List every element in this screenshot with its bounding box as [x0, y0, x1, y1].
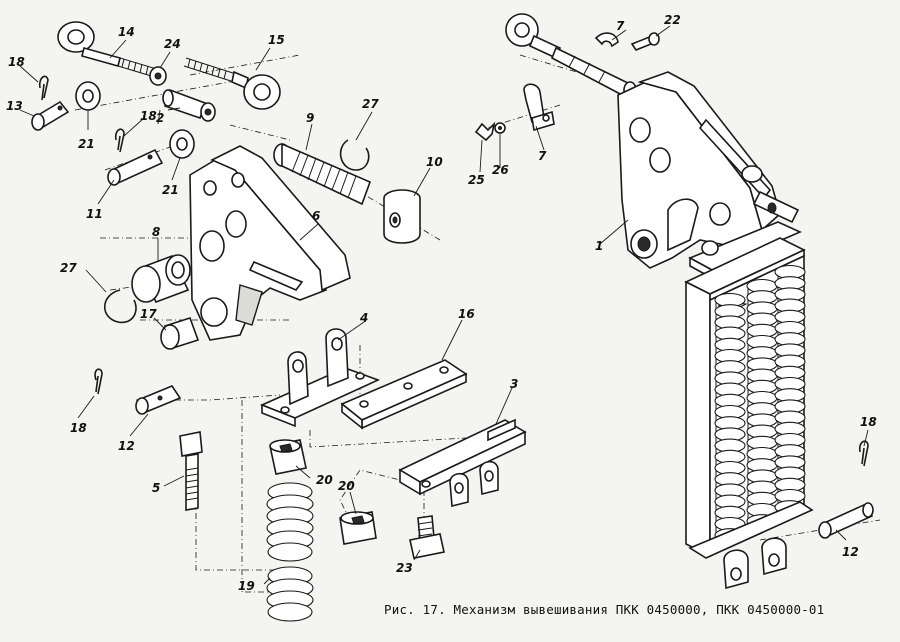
- part-number-labels: 1 2 3 4 5 6 7 7 8 9 10 11 12 12 13 14 15…: [6, 13, 877, 593]
- screw-22: [630, 32, 660, 51]
- coupler-2: [162, 88, 216, 122]
- label-part-26: 26: [492, 163, 509, 177]
- clamp-7-mid: [523, 83, 555, 132]
- clamp-7-top: [594, 32, 619, 48]
- label-part-1: 1: [595, 239, 603, 253]
- washer-21-mid: [169, 129, 195, 159]
- label-part-14: 14: [118, 25, 135, 39]
- lever-assembly-1: [617, 71, 800, 269]
- mounting-plate-4: [259, 328, 381, 428]
- label-part-7-top: 7: [616, 19, 625, 33]
- label-part-18-b: 18: [140, 109, 157, 123]
- nut-20-right: [339, 511, 377, 545]
- cotter-pin-right: [858, 440, 869, 467]
- spring-19-lower: [266, 566, 314, 622]
- label-part-20-right: 20: [338, 479, 355, 493]
- spring-19-upper: [266, 482, 314, 562]
- spring-coils-right: [714, 264, 806, 543]
- label-part-7-mid: 7: [538, 149, 547, 163]
- label-part-19: 19: [238, 579, 255, 593]
- pin-12-left: [135, 385, 182, 415]
- label-part-21-mid: 21: [162, 183, 179, 197]
- label-part-24: 24: [164, 37, 181, 51]
- label-part-16: 16: [458, 307, 475, 321]
- label-part-21-top: 21: [78, 137, 95, 151]
- tie-rod-14: [57, 21, 161, 79]
- tie-rod-15: [183, 57, 281, 110]
- label-part-15: 15: [268, 33, 285, 47]
- channel-3: [398, 418, 527, 508]
- figure-caption: Рис. 17. Механизм вывешивания ПКК 045000…: [384, 602, 825, 617]
- label-part-3: 3: [510, 377, 518, 391]
- pin-12-right: [818, 502, 874, 539]
- label-part-10: 10: [426, 155, 443, 169]
- label-part-5: 5: [152, 481, 160, 495]
- label-part-27-right: 27: [362, 97, 379, 111]
- cotter-pin-low: [94, 368, 103, 395]
- frame-bottom: [688, 501, 814, 590]
- label-part-20-left: 20: [316, 473, 333, 487]
- label-part-22: 22: [664, 13, 681, 27]
- frame-side: [684, 237, 806, 558]
- label-part-18-a: 18: [8, 55, 25, 69]
- label-part-12-right: 12: [842, 545, 859, 559]
- nut-24: [149, 66, 167, 86]
- strap-16: [340, 359, 468, 430]
- cotter-pin-top-left: [38, 75, 49, 101]
- lock-washer-25: [474, 121, 496, 142]
- bushing-8: [131, 254, 191, 304]
- retaining-ring-27-left: [103, 289, 137, 324]
- bolt-5: [179, 431, 203, 511]
- retaining-ring-27-right: [339, 139, 370, 171]
- pin-11: [107, 148, 164, 186]
- washer-21-top: [75, 81, 101, 111]
- washer-26: [494, 122, 506, 134]
- label-part-6: 6: [312, 209, 320, 223]
- label-part-4: 4: [359, 311, 368, 325]
- label-part-27-left: 27: [60, 261, 77, 275]
- leader-lines: [19, 25, 869, 585]
- shaft-9: [273, 142, 372, 206]
- label-part-11: 11: [86, 207, 103, 221]
- bolt-23: [409, 515, 445, 559]
- pin-13: [31, 100, 70, 131]
- label-part-9: 9: [306, 111, 314, 125]
- nut-20-left: [269, 439, 307, 475]
- label-part-12-left: 12: [118, 439, 135, 453]
- lever-bracket-6: [189, 145, 351, 341]
- label-part-23: 23: [396, 561, 413, 575]
- label-part-8: 8: [152, 225, 160, 239]
- label-part-13: 13: [6, 99, 23, 113]
- cotter-pin-mid: [114, 128, 125, 153]
- bushing-17: [160, 317, 200, 350]
- label-part-18-c: 18: [70, 421, 87, 435]
- block-10: [383, 189, 421, 244]
- label-part-2: 2: [156, 111, 164, 125]
- label-part-18-d: 18: [860, 415, 877, 429]
- label-part-25: 25: [468, 173, 485, 187]
- label-part-17: 17: [140, 307, 157, 321]
